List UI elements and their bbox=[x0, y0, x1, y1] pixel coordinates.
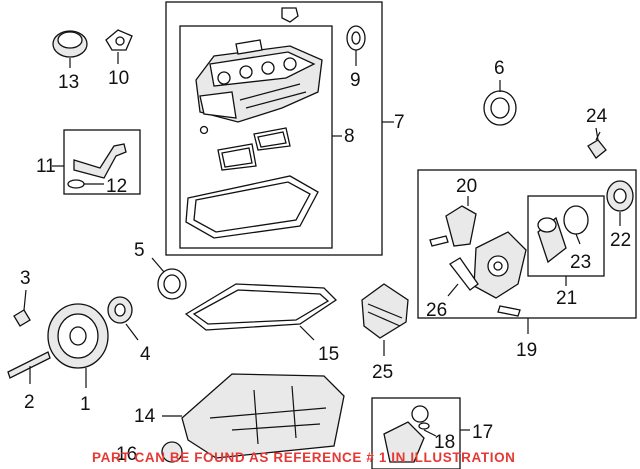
filter-cap-22 bbox=[606, 180, 634, 212]
callout-24: 24 bbox=[586, 106, 608, 127]
breather-hose-11 bbox=[73, 143, 127, 179]
hose-kit-frame bbox=[63, 129, 141, 195]
bolt-housing bbox=[429, 235, 449, 247]
drain-plug-frame bbox=[371, 397, 461, 469]
valve-cover-seal-left bbox=[217, 143, 257, 171]
callout-3: 3 bbox=[20, 268, 31, 289]
callout-12: 12 bbox=[106, 176, 127, 197]
drain-plug-16 bbox=[161, 441, 183, 463]
callout-17: 17 bbox=[472, 422, 493, 443]
bolt-3 bbox=[13, 309, 31, 327]
oil-level-sensor-17 bbox=[383, 405, 429, 463]
vibration-damper-hub-4 bbox=[107, 296, 133, 324]
oil-filler-cap-13 bbox=[52, 30, 88, 58]
callout-1: 1 bbox=[80, 394, 91, 415]
filter-housing-frame bbox=[417, 169, 637, 319]
valve-cover-clip bbox=[281, 7, 299, 23]
o-ring-12 bbox=[67, 179, 85, 189]
callout-9: 9 bbox=[350, 70, 361, 91]
callout-13: 13 bbox=[58, 72, 79, 93]
front-seal-5 bbox=[157, 268, 187, 300]
callout-20: 20 bbox=[456, 176, 477, 197]
callout-7: 7 bbox=[394, 112, 405, 133]
callout-25: 25 bbox=[372, 362, 393, 383]
oil-pan-14 bbox=[181, 373, 345, 459]
callout-23: 23 bbox=[570, 252, 591, 273]
bolt-housing-lower bbox=[497, 305, 521, 317]
housing-bracket-20 bbox=[445, 205, 477, 247]
valve-cover-inner-frame bbox=[179, 25, 333, 249]
callout-19: 19 bbox=[516, 340, 537, 361]
cap-gasket-10 bbox=[105, 29, 133, 51]
oil-filter-housing-19 bbox=[473, 231, 527, 299]
oil-cooler-25 bbox=[361, 283, 409, 339]
valve-cover bbox=[195, 45, 323, 123]
seal-18 bbox=[418, 422, 430, 430]
callout-18: 18 bbox=[434, 432, 455, 453]
valve-cover-outer-frame bbox=[165, 1, 383, 256]
valve-cover-gasket-small bbox=[199, 39, 263, 135]
valve-cover-gasket bbox=[185, 175, 319, 239]
clamp-26 bbox=[449, 257, 479, 291]
callout-8: 8 bbox=[344, 126, 355, 147]
callout-15: 15 bbox=[318, 344, 339, 365]
callout-4: 4 bbox=[140, 344, 151, 365]
callout-6: 6 bbox=[494, 58, 505, 79]
callout-26: 26 bbox=[426, 300, 447, 321]
callout-14: 14 bbox=[134, 406, 156, 427]
valve-cover-seal-right bbox=[253, 127, 291, 151]
leader-lines bbox=[23, 50, 621, 437]
crankshaft-seal-6 bbox=[483, 90, 517, 126]
callout-11: 11 bbox=[36, 156, 56, 177]
oil-pan-gasket-15 bbox=[184, 283, 338, 331]
callout-10: 10 bbox=[108, 68, 129, 89]
bolt-2 bbox=[7, 351, 51, 379]
callout-2: 2 bbox=[24, 392, 35, 413]
sensor-24 bbox=[587, 131, 607, 159]
cam-seal-9 bbox=[346, 25, 366, 51]
callout-16: 16 bbox=[116, 444, 137, 465]
callout-22: 22 bbox=[610, 230, 631, 251]
callout-5: 5 bbox=[134, 240, 145, 261]
crankshaft-pulley-1 bbox=[47, 303, 109, 369]
footer-note: PART CAN BE FOUND AS REFERENCE # 1 IN IL… bbox=[92, 450, 516, 465]
callout-21: 21 bbox=[556, 288, 577, 309]
